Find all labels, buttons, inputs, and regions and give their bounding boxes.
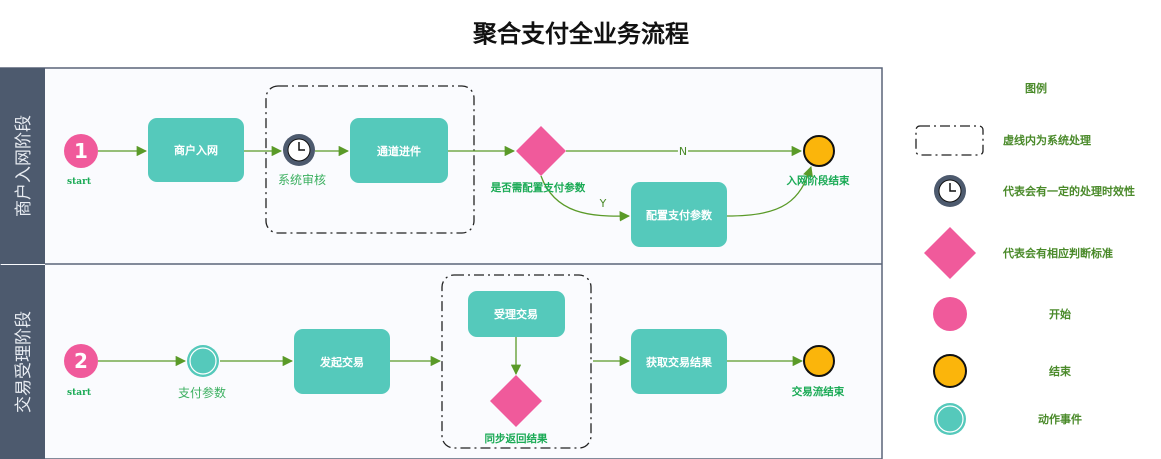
clock-icon	[933, 174, 967, 208]
dash-dot-box-icon	[915, 125, 984, 156]
task-label: 受理交易	[494, 307, 538, 321]
action-event-icon	[934, 403, 966, 435]
timer-label: 系统审核	[278, 172, 326, 187]
end-label: 交易流结束	[792, 385, 845, 398]
edge-yes	[540, 175, 631, 222]
legend-text: 代表会有相应判断标准	[1002, 246, 1113, 260]
decision-diamond	[516, 126, 566, 176]
lane-header-1	[0, 68, 45, 264]
action-event-icon-ring	[936, 405, 964, 433]
task-channel-entry	[350, 118, 448, 183]
edge-label-no: N	[679, 145, 687, 158]
legend-text: 虚线内为系统处理	[1003, 133, 1091, 147]
end-event-1	[803, 135, 835, 167]
clock-icon	[282, 133, 316, 167]
task-get-result	[631, 329, 727, 394]
diamond-icon	[924, 227, 976, 279]
lane-header-2	[0, 265, 45, 459]
lane-title-2: 交易受理阶段	[14, 311, 34, 413]
task-initiate-trade	[294, 329, 390, 394]
task-label: 配置支付参数	[646, 208, 713, 222]
start-event-2	[64, 344, 98, 378]
page-title: 聚合支付全业务流程	[472, 20, 689, 48]
decision-label: 是否需配置支付参数	[490, 181, 586, 194]
system-processing-box	[441, 274, 592, 449]
lane-title-1: 商户入网阶段	[14, 115, 34, 217]
start-event-1	[64, 134, 98, 168]
end-event-2	[803, 345, 835, 377]
legend-text: 动作事件	[1038, 412, 1082, 426]
start-label: start	[67, 388, 92, 398]
action-event	[187, 345, 219, 377]
system-processing-box	[265, 85, 475, 234]
task-label: 发起交易	[319, 355, 364, 369]
decision-label: 同步返回结果	[485, 432, 548, 445]
decision-diamond	[490, 375, 542, 427]
start-number: 1	[74, 139, 88, 163]
edge	[726, 166, 813, 217]
task-accept-trade	[468, 291, 565, 337]
task-label: 获取交易结果	[646, 355, 712, 369]
action-event-ring	[189, 347, 217, 375]
task-label: 商户入网	[174, 143, 218, 157]
legend-text: 开始	[1049, 307, 1071, 321]
legend-text: 代表会有一定的处理时效性	[1002, 184, 1135, 198]
task-label: 通道进件	[377, 144, 421, 158]
task-config-params	[631, 182, 727, 247]
task-merchant-onboard	[148, 118, 244, 182]
legend-title: 图例	[1025, 81, 1047, 95]
end-circle-icon	[933, 354, 967, 388]
legend-text: 结束	[1048, 364, 1072, 378]
end-label: 入网阶段结束	[787, 174, 850, 187]
edge-label-yes: Y	[599, 197, 607, 210]
start-circle-icon	[933, 297, 967, 331]
start-number: 2	[74, 349, 88, 373]
event-label: 支付参数	[178, 385, 226, 400]
start-label: start	[67, 177, 92, 187]
